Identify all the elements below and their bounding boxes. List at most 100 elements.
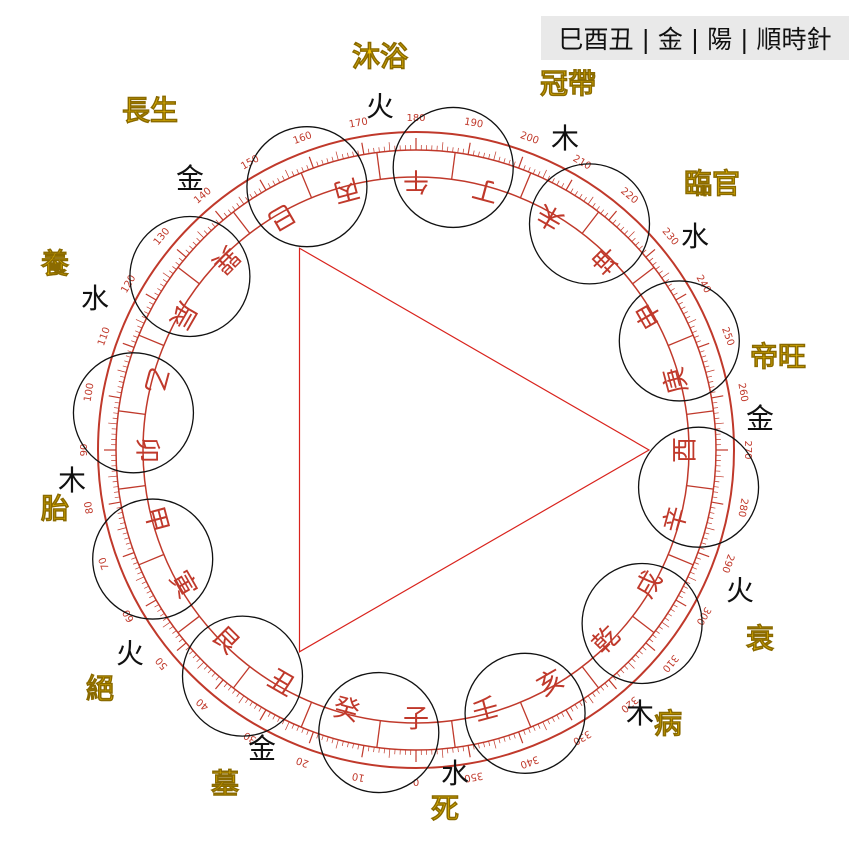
degree-tick — [238, 196, 245, 205]
degree-label: 0 — [413, 776, 419, 787]
degree-tick — [710, 391, 716, 394]
degree-tick — [707, 375, 713, 378]
degree-tick — [528, 728, 531, 733]
degree-tick — [488, 153, 491, 159]
stage-circle — [464, 652, 586, 774]
degree-tick — [236, 203, 240, 208]
degree-label: 50 — [154, 655, 171, 672]
degree-tick — [145, 293, 157, 301]
element-label: 水 — [441, 757, 469, 790]
degree-tick — [697, 552, 710, 558]
degree-tick — [701, 542, 707, 545]
degree-tick — [672, 604, 678, 608]
mountain-branch: 未 — [532, 197, 570, 236]
degree-tick — [518, 156, 524, 169]
degree-tick — [185, 646, 190, 651]
degree-tick — [227, 686, 232, 691]
degree-tick — [694, 335, 699, 338]
element-label: 火 — [726, 574, 754, 607]
degree-tick — [635, 241, 640, 246]
degree-tick — [178, 257, 184, 262]
stage-circle — [528, 163, 651, 285]
degree-tick — [523, 165, 526, 171]
degree-tick — [192, 654, 197, 659]
degree-tick — [683, 311, 688, 315]
stage-circle — [72, 352, 195, 474]
element-label: 水 — [681, 220, 709, 253]
degree-tick — [452, 747, 454, 753]
ring-inner — [142, 176, 690, 724]
degree-tick — [675, 293, 687, 301]
degree-tick — [462, 148, 465, 154]
degree-tick — [697, 342, 710, 348]
degree-tick — [604, 212, 609, 218]
degree-tick — [600, 686, 605, 691]
mountain-stem: 甲 — [138, 503, 174, 536]
sector-divider — [581, 211, 600, 234]
degree-tick — [117, 527, 127, 531]
sector-divider — [519, 701, 532, 728]
degree-tick — [645, 642, 656, 652]
degree-tick — [687, 319, 697, 324]
mountain-stem: 乙 — [138, 364, 174, 397]
degree-tick — [493, 739, 497, 749]
degree-tick — [169, 270, 174, 274]
degree-tick — [612, 676, 617, 681]
degree-tick — [714, 481, 720, 483]
degree-tick — [702, 537, 708, 540]
degree-tick — [108, 395, 121, 399]
degree-tick — [211, 672, 216, 677]
degree-tick — [162, 279, 168, 283]
degree-tick — [689, 325, 695, 329]
sector-divider — [686, 484, 714, 490]
degree-tick — [160, 613, 165, 617]
degree-tick — [642, 646, 647, 651]
degree-tick — [118, 517, 124, 519]
degree-tick — [561, 712, 565, 717]
degree-tick — [616, 672, 621, 677]
degree-tick — [708, 381, 714, 383]
degree-tick — [254, 191, 258, 196]
degree-tick — [135, 319, 145, 324]
degree-tick — [556, 714, 560, 720]
degree-tick — [532, 169, 536, 174]
degree-tick — [513, 733, 516, 739]
degree-tick — [478, 151, 480, 157]
degree-tick — [113, 491, 119, 493]
degree-tick — [114, 496, 120, 499]
degree-tick — [137, 325, 143, 329]
sector-divider — [300, 701, 313, 728]
degree-tick — [291, 723, 295, 729]
degree-tick — [335, 739, 339, 749]
stage-label: 養 — [40, 247, 69, 280]
element-label: 金 — [176, 162, 204, 195]
degree-label: 90 — [79, 444, 90, 457]
sector-divider — [686, 410, 714, 416]
degree-tick — [472, 150, 475, 156]
element-label: 火 — [116, 637, 144, 670]
degree-tick — [316, 733, 319, 739]
mountain-branch: 丑 — [262, 664, 300, 703]
degree-tick — [112, 481, 118, 483]
degree-tick — [135, 566, 140, 570]
ring-middle — [115, 149, 717, 751]
degree-tick — [608, 210, 618, 221]
degree-tick — [169, 626, 174, 630]
degree-tick — [378, 147, 380, 153]
degree-tick — [556, 180, 560, 186]
degree-tick — [616, 223, 621, 228]
stage-circle — [92, 498, 214, 620]
degree-tick — [704, 532, 710, 535]
degree-tick — [713, 486, 719, 488]
degree-tick — [714, 475, 724, 478]
degree-tick — [281, 175, 285, 181]
degree-tick — [223, 212, 228, 218]
degree-tick — [258, 188, 262, 194]
degree-tick — [133, 335, 138, 338]
degree-tick — [367, 746, 370, 752]
degree-tick — [214, 679, 224, 690]
mountain-stem: 辛 — [658, 503, 694, 536]
degree-tick — [291, 171, 295, 177]
degree-tick — [705, 527, 715, 531]
